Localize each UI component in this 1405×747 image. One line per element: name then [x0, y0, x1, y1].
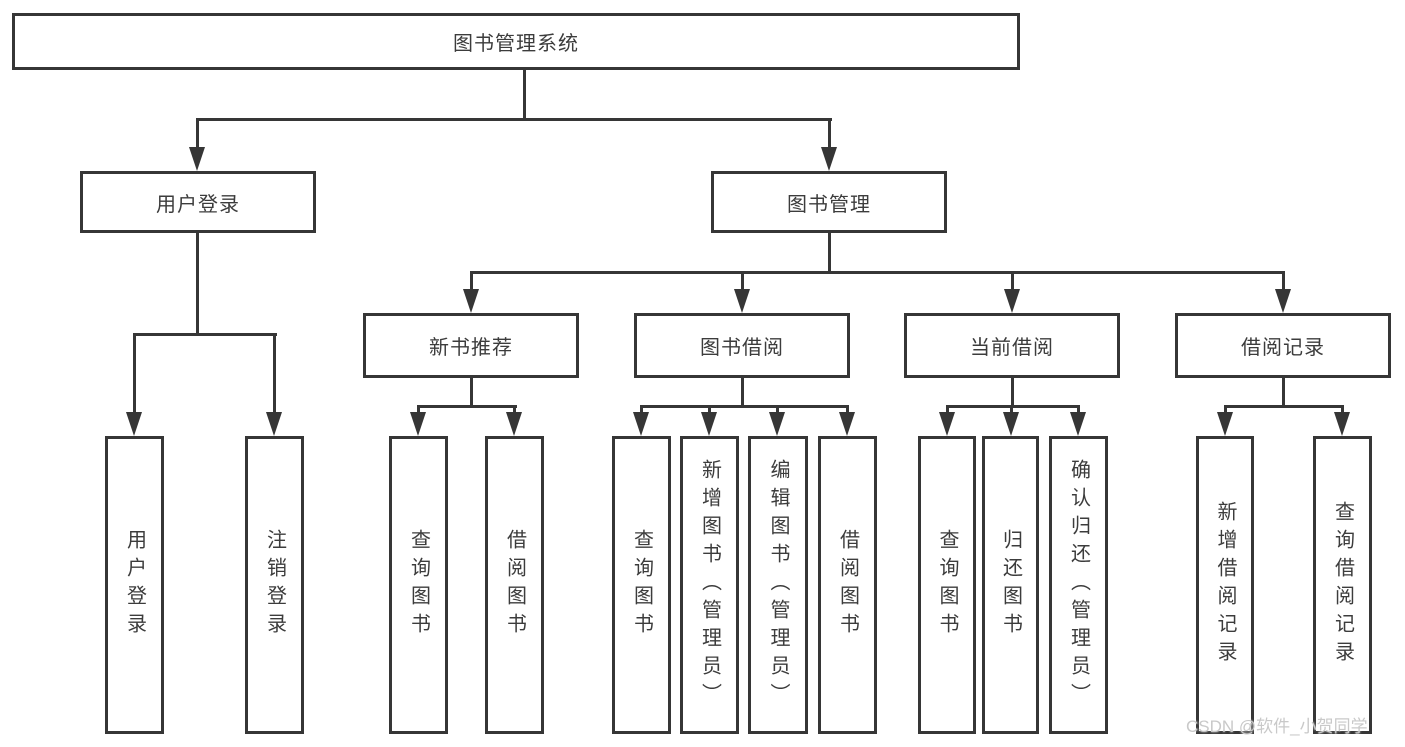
leaf-records-add-record: 新增借阅记录 — [1196, 436, 1254, 734]
connector-line — [273, 334, 276, 414]
connector-line — [1282, 272, 1285, 292]
connector-line — [523, 69, 526, 121]
connector-line — [946, 405, 1080, 408]
leaf-label: 新增借阅记录 — [1214, 501, 1236, 669]
connector-line — [828, 232, 831, 273]
connector-line — [1224, 405, 1344, 408]
node-label: 当前借阅 — [970, 337, 1054, 359]
arrow-down-icon — [1003, 412, 1019, 436]
arrow-down-icon — [701, 412, 717, 436]
connector-line — [708, 406, 711, 416]
connector-line — [513, 406, 516, 416]
node-root-system: 图书管理系统 — [12, 13, 1020, 70]
leaf-label: 确认归还（管理员） — [1067, 459, 1090, 711]
leaf-label: 新增图书（管理员） — [698, 459, 721, 711]
connector-line — [196, 232, 199, 335]
connector-line — [1011, 272, 1014, 292]
leaf-borrow-add-book-admin: 新增图书（管理员） — [680, 436, 739, 734]
node-label: 用户登录 — [156, 193, 240, 216]
arrow-down-icon — [939, 412, 955, 436]
node-new-book-recommend: 新书推荐 — [363, 313, 579, 378]
arrow-down-icon — [410, 412, 426, 436]
connector-line — [1011, 377, 1014, 407]
connector-line — [470, 271, 1285, 274]
arrow-down-icon — [734, 289, 750, 313]
arrow-down-icon — [839, 412, 855, 436]
arrow-down-icon — [126, 412, 142, 436]
connector-line — [1282, 377, 1285, 407]
leaf-label: 查询图书 — [407, 529, 430, 641]
leaf-current-confirm-return-admin: 确认归还（管理员） — [1049, 436, 1108, 734]
connector-line — [741, 272, 744, 292]
leaf-recommend-borrow-book: 借阅图书 — [485, 436, 544, 734]
connector-line — [470, 377, 473, 407]
connector-line — [1077, 406, 1080, 416]
leaf-borrow-query-book: 查询图书 — [612, 436, 671, 734]
leaf-current-query-book: 查询图书 — [918, 436, 976, 734]
arrow-down-icon — [1004, 289, 1020, 313]
connector-line — [1010, 406, 1013, 416]
arrow-down-icon — [463, 289, 479, 313]
csdn-watermark: CSDN @软件_小贺同学 — [1186, 717, 1368, 736]
leaf-label: 查询图书 — [936, 529, 958, 641]
connector-line — [133, 334, 136, 414]
arrow-down-icon — [1334, 412, 1350, 436]
arrow-down-icon — [769, 412, 785, 436]
leaf-label: 注销登录 — [263, 529, 286, 641]
arrow-down-icon — [1070, 412, 1086, 436]
connector-line — [133, 333, 277, 336]
leaf-user-login: 用户登录 — [105, 436, 164, 734]
node-current-borrow: 当前借阅 — [904, 313, 1120, 378]
connector-line — [1224, 406, 1227, 416]
arrow-down-icon — [506, 412, 522, 436]
leaf-label: 编辑图书（管理员） — [767, 459, 789, 711]
leaf-current-return-book: 归还图书 — [982, 436, 1039, 734]
node-label: 新书推荐 — [429, 337, 513, 359]
connector-line — [417, 406, 420, 416]
arrow-down-icon — [1275, 289, 1291, 313]
leaf-label: 借阅图书 — [836, 529, 859, 641]
node-label: 图书管理系统 — [453, 33, 579, 55]
leaf-label: 借阅图书 — [503, 529, 526, 641]
arrow-down-icon — [821, 147, 837, 171]
node-user-login: 用户登录 — [80, 171, 316, 233]
connector-line — [741, 377, 744, 407]
leaf-logout: 注销登录 — [245, 436, 304, 734]
leaf-borrow-edit-book-admin: 编辑图书（管理员） — [748, 436, 808, 734]
connector-line — [846, 406, 849, 416]
node-borrow-records: 借阅记录 — [1175, 313, 1391, 378]
node-book-manage: 图书管理 — [711, 171, 947, 233]
leaf-label: 用户登录 — [123, 529, 146, 641]
connector-line — [196, 119, 199, 149]
connector-line — [640, 406, 643, 416]
arrow-down-icon — [266, 412, 282, 436]
arrow-down-icon — [189, 147, 205, 171]
connector-line — [470, 272, 473, 292]
connector-line — [196, 118, 832, 121]
node-label: 借阅记录 — [1241, 337, 1325, 359]
leaf-label: 查询图书 — [630, 529, 653, 641]
leaf-records-query-record: 查询借阅记录 — [1313, 436, 1372, 734]
leaf-label: 归还图书 — [999, 529, 1022, 641]
connector-line — [946, 406, 949, 416]
connector-line — [640, 405, 849, 408]
leaf-borrow-borrow-book: 借阅图书 — [818, 436, 877, 734]
node-label: 图书借阅 — [700, 337, 784, 359]
leaf-label: 查询借阅记录 — [1331, 501, 1354, 669]
arrow-down-icon — [633, 412, 649, 436]
connector-line — [417, 405, 517, 408]
node-book-borrow: 图书借阅 — [634, 313, 850, 378]
node-label: 图书管理 — [787, 193, 871, 216]
leaf-recommend-query-book: 查询图书 — [389, 436, 448, 734]
connector-line — [776, 406, 779, 416]
connector-line — [1341, 406, 1344, 416]
connector-line — [828, 119, 831, 149]
arrow-down-icon — [1217, 412, 1233, 436]
